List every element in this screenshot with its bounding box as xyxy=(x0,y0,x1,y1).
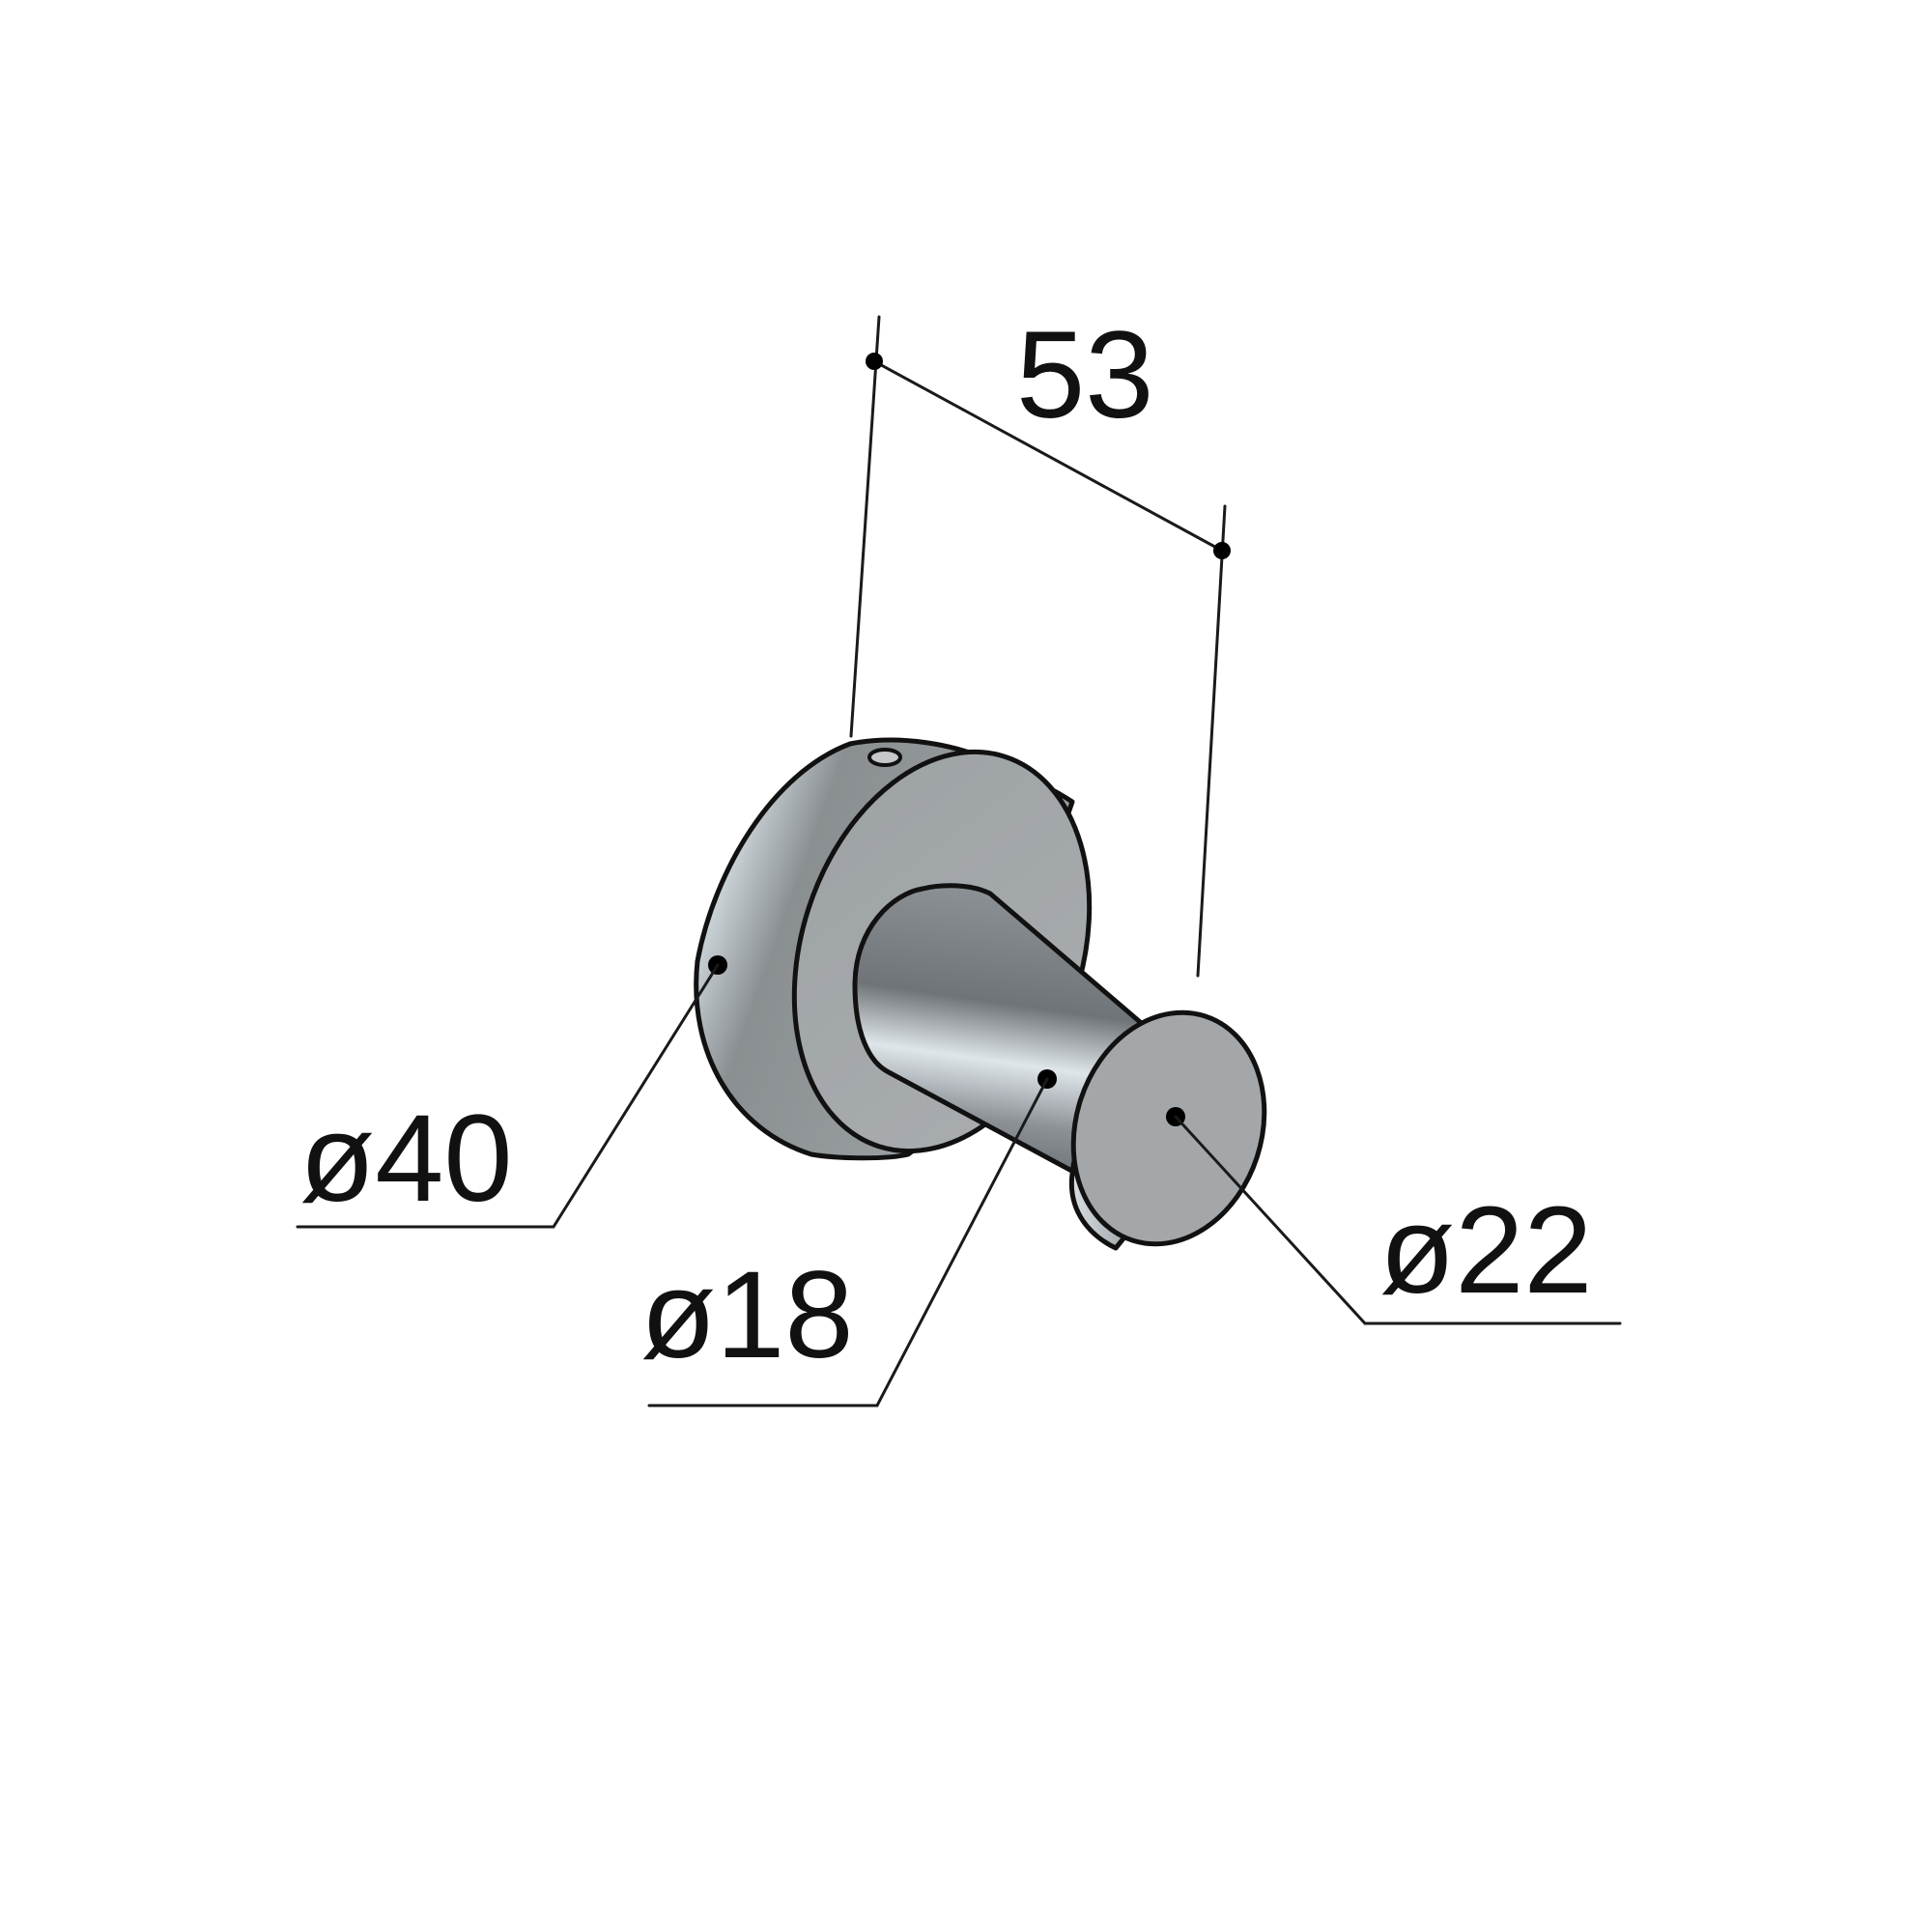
base-diameter-callout: ø40 xyxy=(296,955,727,1229)
dimension-line xyxy=(872,359,1224,553)
hook-object xyxy=(694,737,1267,1251)
stem-diameter-callout: ø18 xyxy=(640,1069,1057,1407)
cap-diameter-label: ø22 xyxy=(1379,1181,1593,1320)
length-label: 53 xyxy=(1016,306,1153,444)
dimension-dot-right xyxy=(1213,542,1231,559)
stem-diameter-label: ø18 xyxy=(640,1246,854,1384)
length-dimension: 53 xyxy=(849,306,1231,978)
dimension-dot-left xyxy=(866,353,883,370)
base-leader-line xyxy=(296,963,720,1229)
cap-face xyxy=(1070,1009,1267,1247)
cap-leader-line xyxy=(1174,1115,1622,1325)
stem-leader-line xyxy=(647,1077,1049,1407)
base-diameter-label: ø40 xyxy=(299,1090,513,1228)
extension-line-left xyxy=(849,315,881,738)
extension-line-right xyxy=(1196,504,1227,978)
cap-diameter-callout: ø22 xyxy=(1166,1107,1622,1325)
set-screw-hole xyxy=(867,748,902,767)
